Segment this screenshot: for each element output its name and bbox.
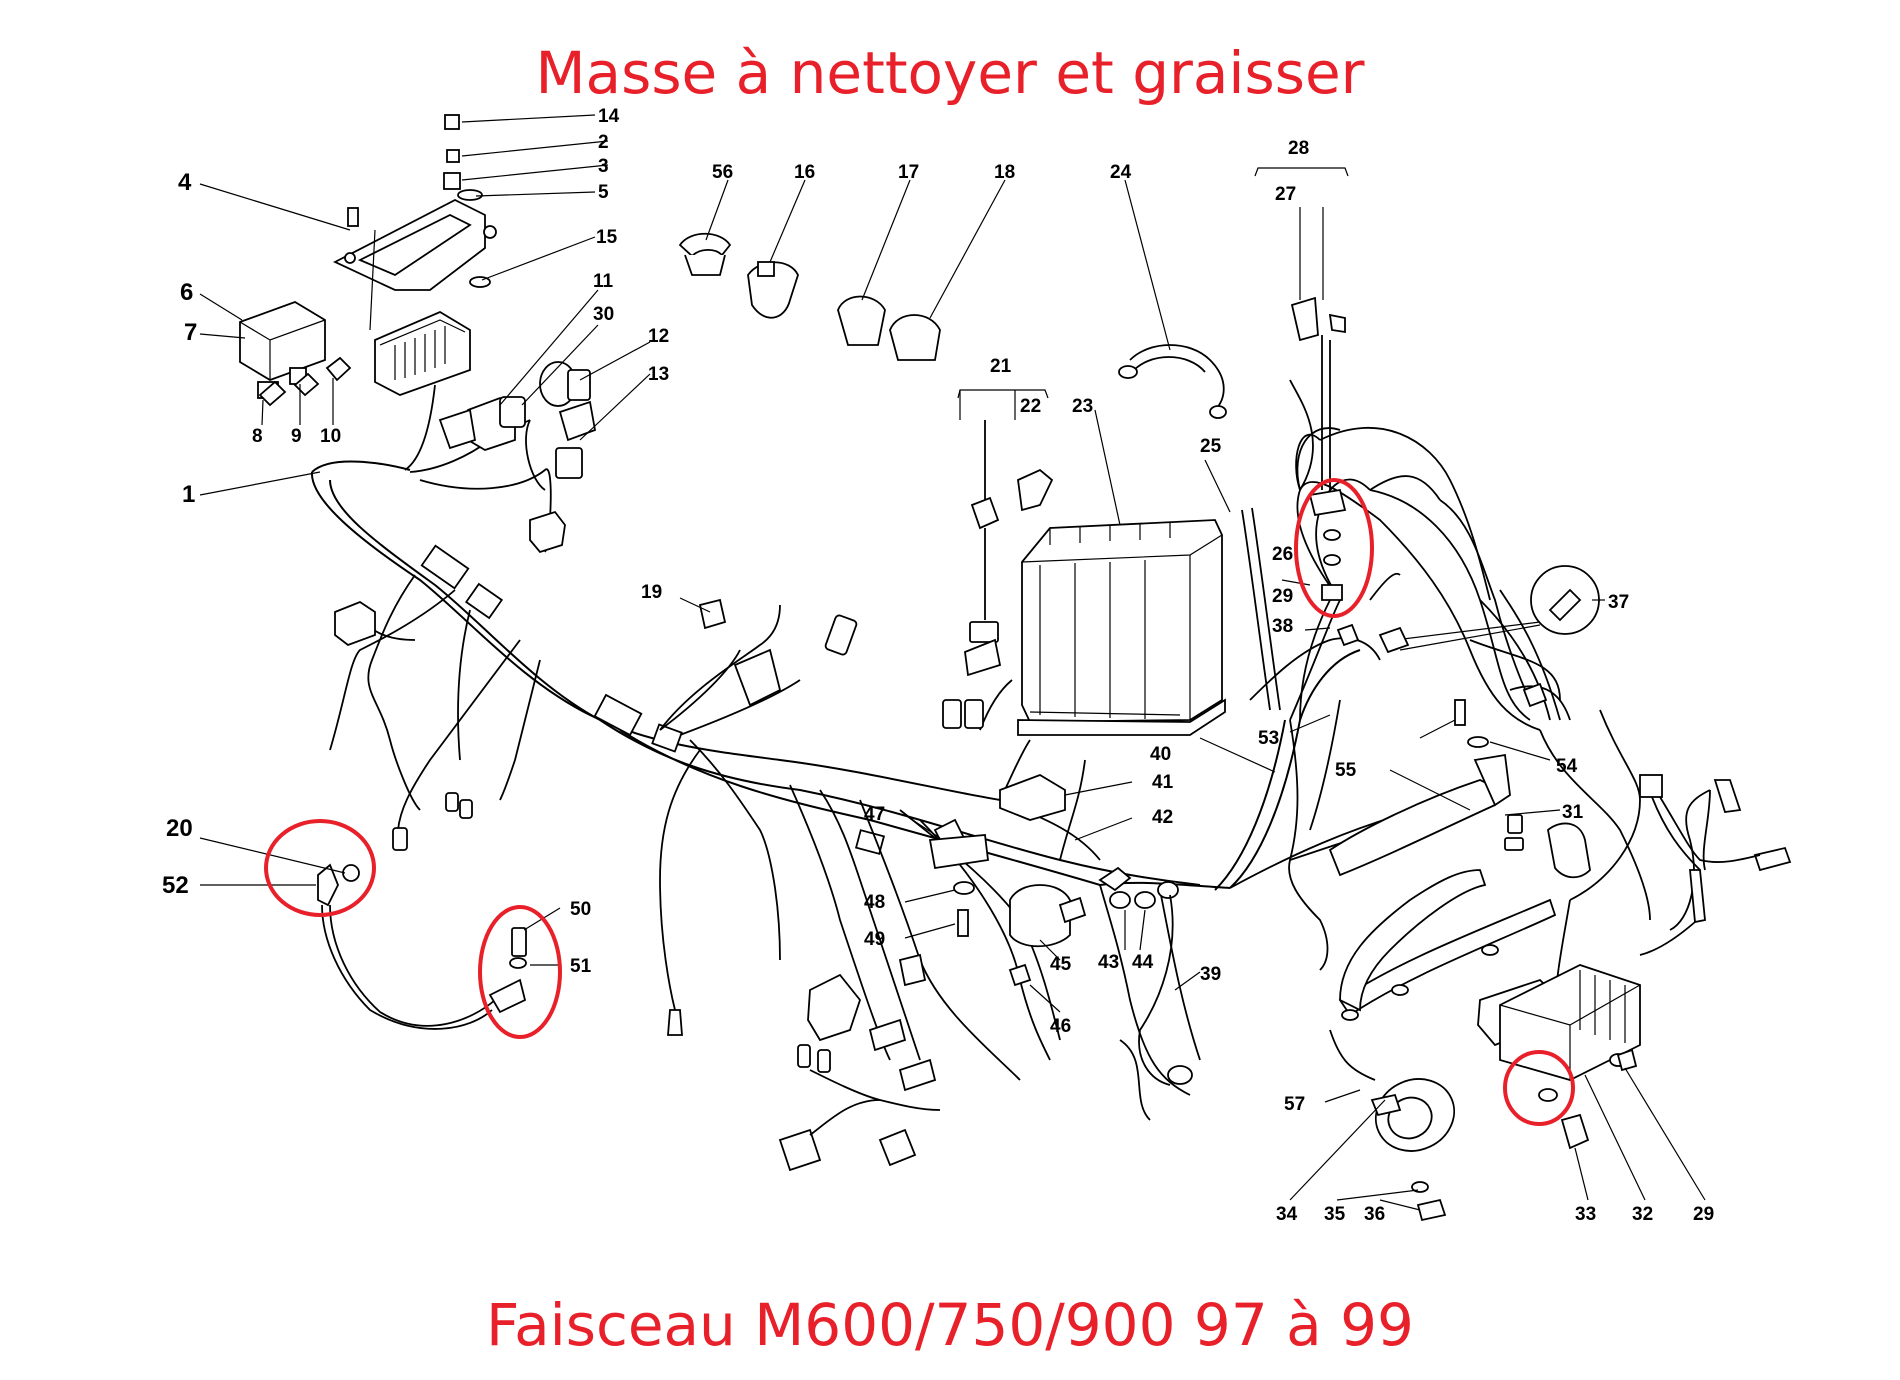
label-6: 6 [180,279,193,306]
label-24: 24 [1110,162,1132,183]
label-55: 55 [1335,760,1357,781]
label-41: 41 [1152,772,1174,793]
leader-lines [199,114,1706,1211]
label-25: 25 [1200,436,1222,457]
label-44: 44 [1132,952,1154,973]
label-54: 54 [1556,756,1578,777]
label-19: 19 [641,582,662,603]
label-32: 32 [1632,1204,1653,1225]
battery-cable [1118,344,1281,711]
label-46: 46 [1050,1016,1071,1037]
highlight-circle-top-right [1294,478,1374,618]
label-48: 48 [864,892,885,913]
label-50: 50 [570,899,591,920]
label-51: 51 [570,956,592,977]
cable-clamps [678,232,941,361]
label-56: 56 [712,162,733,183]
label-14: 14 [598,106,620,127]
label-13: 13 [648,364,669,385]
label-3: 3 [598,156,609,177]
battery-leads [964,420,1054,677]
label-52: 52 [162,872,189,899]
bolts-bottom-right [1538,1048,1638,1150]
right-connectors [1522,682,1792,956]
label-34: 34 [1276,1204,1298,1225]
label-16: 16 [794,162,815,183]
label-27: 27 [1275,184,1296,205]
label-53: 53 [1258,728,1279,749]
label-22: 22 [1020,396,1041,417]
battery [1017,519,1226,736]
label-29-bottom: 29 [1693,1204,1714,1225]
highlight-circle-mid-left [478,905,562,1039]
label-17: 17 [898,162,919,183]
label-33: 33 [1575,1204,1596,1225]
label-5: 5 [598,182,609,203]
label-40: 40 [1150,744,1171,765]
label-28: 28 [1288,138,1309,159]
regulator [1338,822,1641,1081]
label-8: 8 [252,426,263,447]
label-4: 4 [178,169,192,196]
label-39: 39 [1200,964,1221,985]
label-7: 7 [184,319,197,346]
label-57: 57 [1284,1094,1305,1115]
title-harness-model: Faisceau M600/750/900 97 à 99 [486,1291,1414,1359]
harness-tape [420,544,886,855]
fuse-box-group [239,114,497,407]
label-36: 36 [1364,1204,1385,1225]
label-2: 2 [598,132,609,153]
label-37: 37 [1608,592,1629,613]
label-1: 1 [182,481,195,508]
label-38: 38 [1272,616,1293,637]
label-18: 18 [994,162,1015,183]
mid-parts [868,774,1193,1092]
relay-group [438,361,597,479]
title-ground-points: Masse à nettoyer et graisser [535,39,1365,107]
label-12: 12 [648,326,669,347]
label-47: 47 [864,804,885,825]
regulator-bracket [1328,699,1524,877]
label-45: 45 [1050,954,1072,975]
label-26: 26 [1272,544,1293,565]
label-20: 20 [166,815,193,842]
label-23: 23 [1072,396,1093,417]
label-9: 9 [291,426,302,447]
bottom-connectors [778,953,1151,1172]
ground-lead-top-right [1290,296,1401,601]
label-31: 31 [1562,802,1584,823]
connector-37 [1336,565,1600,654]
branch-wires [329,384,1401,1096]
highlight-circle-left [264,819,376,917]
label-29-top: 29 [1272,586,1293,607]
label-21: 21 [990,356,1012,377]
label-11: 11 [593,271,614,292]
label-42: 42 [1152,807,1173,828]
label-49: 49 [864,929,885,950]
left-ground-lead [317,863,527,1030]
ground-highlight-circles [264,478,1575,1126]
left-connectors [334,510,984,1036]
horn [1329,1029,1456,1222]
label-30: 30 [593,304,614,325]
part-labels: 14 2 3 5 15 4 6 7 8 9 10 11 30 12 13 56 … [162,106,1714,1225]
label-35: 35 [1324,1204,1346,1225]
highlight-circle-bottom-right [1503,1050,1575,1126]
label-15: 15 [596,227,618,248]
label-43: 43 [1098,952,1119,973]
label-10: 10 [320,426,341,447]
